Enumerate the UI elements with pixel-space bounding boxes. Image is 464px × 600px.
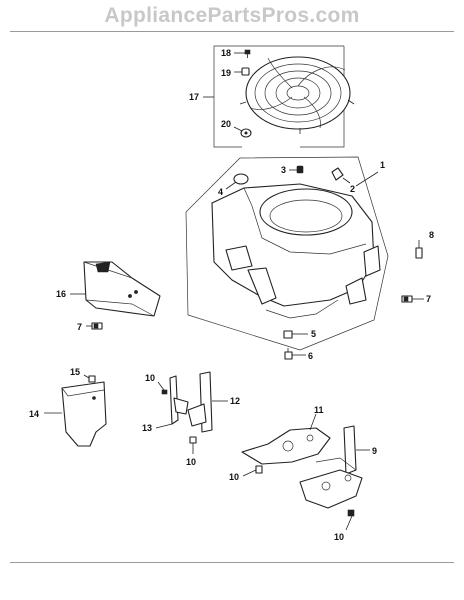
callout-17: 17 — [189, 92, 199, 102]
grommet-19 — [241, 67, 250, 76]
clip-2 — [331, 167, 344, 181]
callout-11: 11 — [314, 405, 324, 415]
screw-10-c — [255, 465, 263, 474]
callout-6: 6 — [308, 351, 313, 361]
callout-3: 3 — [281, 165, 286, 175]
baffle-12-group — [161, 371, 213, 444]
callout-12: 12 — [230, 396, 240, 406]
nut-6 — [284, 348, 293, 360]
callout-7-left: 7 — [77, 322, 82, 332]
callout-18: 18 — [221, 48, 231, 58]
screw-18 — [244, 49, 251, 58]
callout-9: 9 — [372, 446, 377, 456]
baffle-9-group — [299, 425, 363, 517]
callout-14: 14 — [29, 409, 39, 419]
callout-8: 8 — [429, 230, 434, 240]
screw-10-d — [347, 509, 355, 517]
callout-13: 13 — [142, 423, 152, 433]
callout-19: 19 — [221, 68, 231, 78]
baffle-11-group — [241, 427, 331, 474]
grommet-3 — [289, 165, 304, 174]
washer-20 — [240, 128, 252, 138]
leader-lines — [44, 52, 424, 531]
screw-7-left — [91, 322, 103, 330]
callout-10-b: 10 — [186, 457, 196, 467]
callout-10-c: 10 — [229, 472, 239, 482]
callout-16: 16 — [56, 289, 66, 299]
callout-1: 1 — [380, 160, 385, 170]
shroud-16-group — [83, 261, 161, 330]
blower-housing — [211, 183, 381, 319]
callout-5: 5 — [311, 329, 316, 339]
screw-10-b — [189, 436, 197, 444]
callout-20: 20 — [221, 119, 231, 129]
screw-10-a — [161, 389, 168, 395]
top-rule — [10, 31, 454, 32]
callout-7-right: 7 — [426, 294, 431, 304]
site-watermark: AppliancePartsPros.com — [104, 4, 360, 27]
callout-labels: 18 19 17 20 3 1 4 2 8 7 16 7 5 6 15 14 1… — [29, 48, 434, 542]
callout-15: 15 — [70, 367, 80, 377]
fan-guard-grille — [239, 56, 355, 134]
nut-5 — [283, 330, 293, 339]
baffle-13-group — [169, 375, 189, 425]
callout-10-a: 10 — [145, 373, 155, 383]
bottom-rule — [10, 562, 454, 563]
callout-4: 4 — [218, 187, 223, 197]
screw-8 — [415, 244, 423, 259]
callout-10-d: 10 — [334, 532, 344, 542]
nut-15 — [88, 375, 96, 383]
plug-4 — [233, 173, 249, 185]
baffle-14-group — [61, 375, 107, 447]
fan-guard-group — [203, 45, 355, 148]
callout-2: 2 — [350, 184, 355, 194]
screw-7-right — [401, 295, 413, 303]
blower-housing-group — [185, 156, 423, 360]
